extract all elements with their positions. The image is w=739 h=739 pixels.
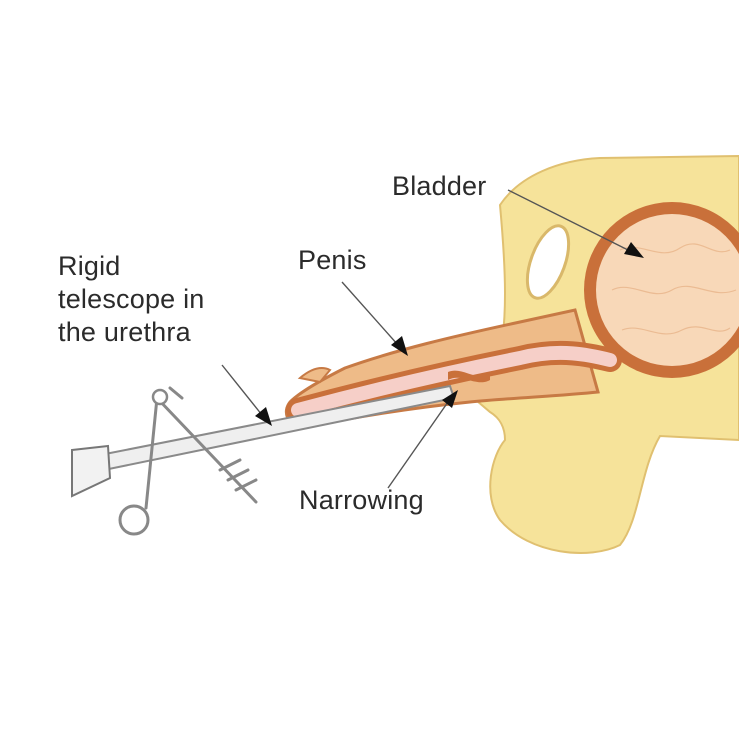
penis-label: Penis <box>298 245 367 275</box>
leader-lines <box>221 189 629 489</box>
glans <box>297 367 332 384</box>
telescope-handle-ring <box>118 504 150 536</box>
telescope-handle <box>144 386 258 510</box>
narrowing-arrowhead <box>442 390 458 408</box>
penis-leader <box>341 281 399 346</box>
narrowing-leader <box>387 401 449 489</box>
telescope-leader <box>221 364 263 416</box>
telescope-arrowhead <box>255 407 272 426</box>
bladder-texture <box>611 243 737 335</box>
bladder-arrowhead <box>624 242 644 258</box>
telescope-handle-pivot <box>151 388 169 406</box>
pubic-bone <box>525 224 571 300</box>
urethral-narrowing <box>448 370 490 383</box>
penis-arrowhead <box>391 336 408 356</box>
urethra-lumen <box>291 345 617 417</box>
telescope-label: Rigid telescope in the urethra <box>58 251 205 347</box>
bladder-label: Bladder <box>392 171 487 201</box>
bladder-leader <box>507 189 629 251</box>
narrowing-label: Narrowing <box>299 485 424 515</box>
telescope-eyepiece <box>71 444 112 498</box>
arrowheads <box>255 242 644 426</box>
